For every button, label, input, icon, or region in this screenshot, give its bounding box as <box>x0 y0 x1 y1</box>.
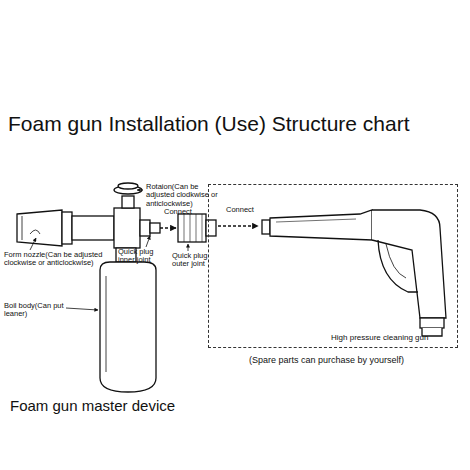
part-label: Quick plug inner joint <box>118 248 170 265</box>
part-label: Boil body(Can put leaner) <box>4 302 66 319</box>
part-label: Connect <box>164 208 204 216</box>
spare-parts-box: High pressure cleaning gun(Spare parts c… <box>208 184 458 348</box>
part-name: High pressure cleaning gun <box>331 333 428 342</box>
caption: Foam gun master device <box>10 398 175 415</box>
part-label: Form nozzle(Can be adjusted clockwise or… <box>4 251 114 268</box>
part-label: Connect <box>226 206 266 214</box>
chart-title: Foam gun Installation (Use) Structure ch… <box>8 112 410 135</box>
part-label: Rotaion(Can be adjusted clodkwise or ant… <box>146 183 228 208</box>
note-text: (Spare parts can purchase by yourself) <box>249 355 404 365</box>
part-label: Quick plug outer joint <box>172 252 222 269</box>
